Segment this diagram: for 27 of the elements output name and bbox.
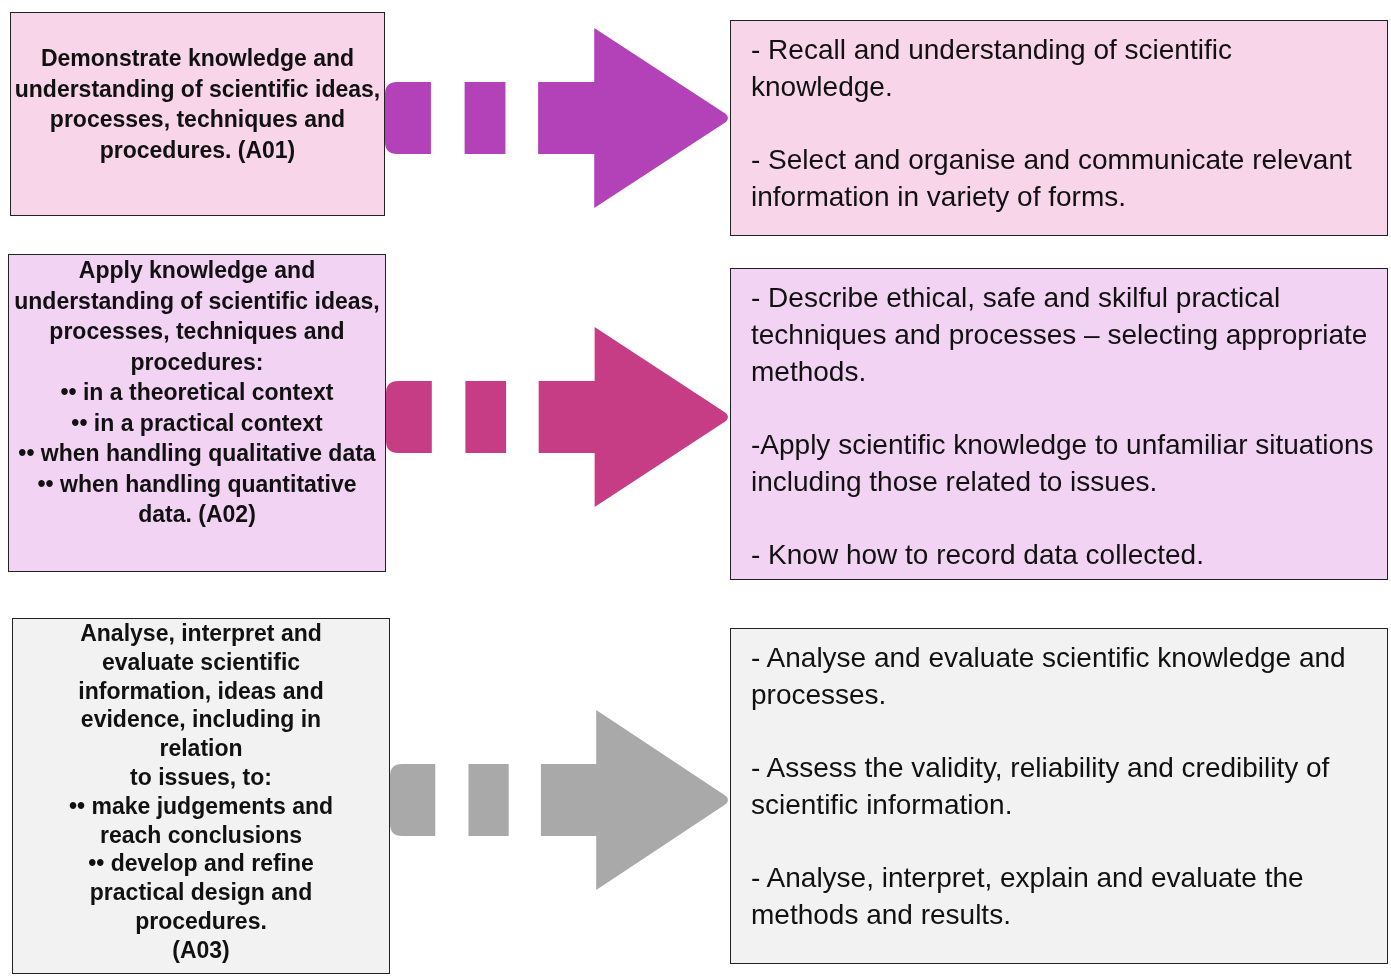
objective-text: •• when handling qualitative data: [17, 439, 377, 468]
description-text: - Describe ethical, safe and skilful practical techniques and processes – selecting appropriate methods.: [751, 281, 1369, 389]
description-text: - Select and organise and communicate relevant information in variety of forms.: [751, 143, 1353, 214]
description-box: [730, 20, 1388, 236]
description-text: - Know how to record data collected.: [751, 538, 1205, 572]
objective-text: (A03): [171, 935, 231, 965]
description-box: [730, 268, 1388, 580]
description-text: - Recall and understanding of scientific knowledge.: [751, 33, 1233, 104]
description-text: - Analyse and evaluate scientific knowledge and processes.: [751, 641, 1347, 712]
description-text: - Assess the validity, reliability and credibility of scientific information.: [751, 751, 1331, 822]
objective-text: •• when handling quantitative data. (A02): [36, 469, 358, 529]
dashed-block-arrow: [390, 710, 728, 890]
description-box: [730, 628, 1388, 964]
dashed-block-arrow: [385, 28, 728, 208]
objective-text: to issues, to:: [129, 763, 273, 792]
objective-box: [10, 12, 385, 216]
objective-text: •• develop and refine practical design and procedures.: [87, 849, 315, 936]
objective-text: •• in a practical context: [70, 408, 324, 438]
objective-text: •• make judgements and reach conclusions: [67, 791, 335, 850]
objective-text: Demonstrate knowledge and understanding of scientific ideas, processes, techniques and procedures. (A01): [13, 44, 382, 165]
description-text: - Analyse, interpret, explain and evaluate the methods and results.: [751, 861, 1305, 932]
objective-text: •• in a theoretical context: [59, 378, 335, 407]
objective-text: Apply knowledge and understanding of scientific ideas, processes, techniques and procedures:: [13, 256, 381, 377]
objective-box: [8, 254, 386, 572]
description-text: -Apply scientific knowledge to unfamiliar situations including those related to issues.: [751, 428, 1375, 499]
objective-box: [12, 618, 390, 974]
dashed-block-arrow: [386, 327, 728, 507]
